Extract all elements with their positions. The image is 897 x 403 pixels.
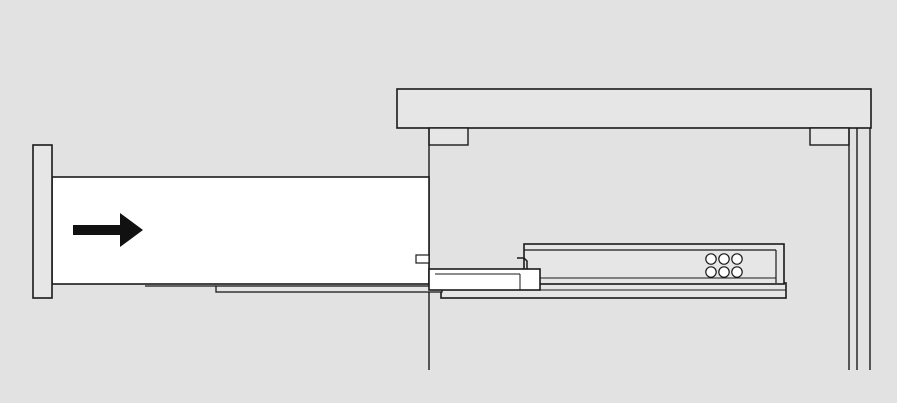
rail-bearing-holes <box>705 253 743 278</box>
cabinet-right-block <box>809 127 850 146</box>
cabinet-rear-wall <box>848 128 871 370</box>
drawer-front-panel <box>32 144 53 299</box>
cabinet-top-panel <box>396 88 872 129</box>
drawer-slide-rail <box>145 254 541 293</box>
cabinet-left-block <box>428 127 469 146</box>
arrow-right-icon <box>73 213 143 247</box>
